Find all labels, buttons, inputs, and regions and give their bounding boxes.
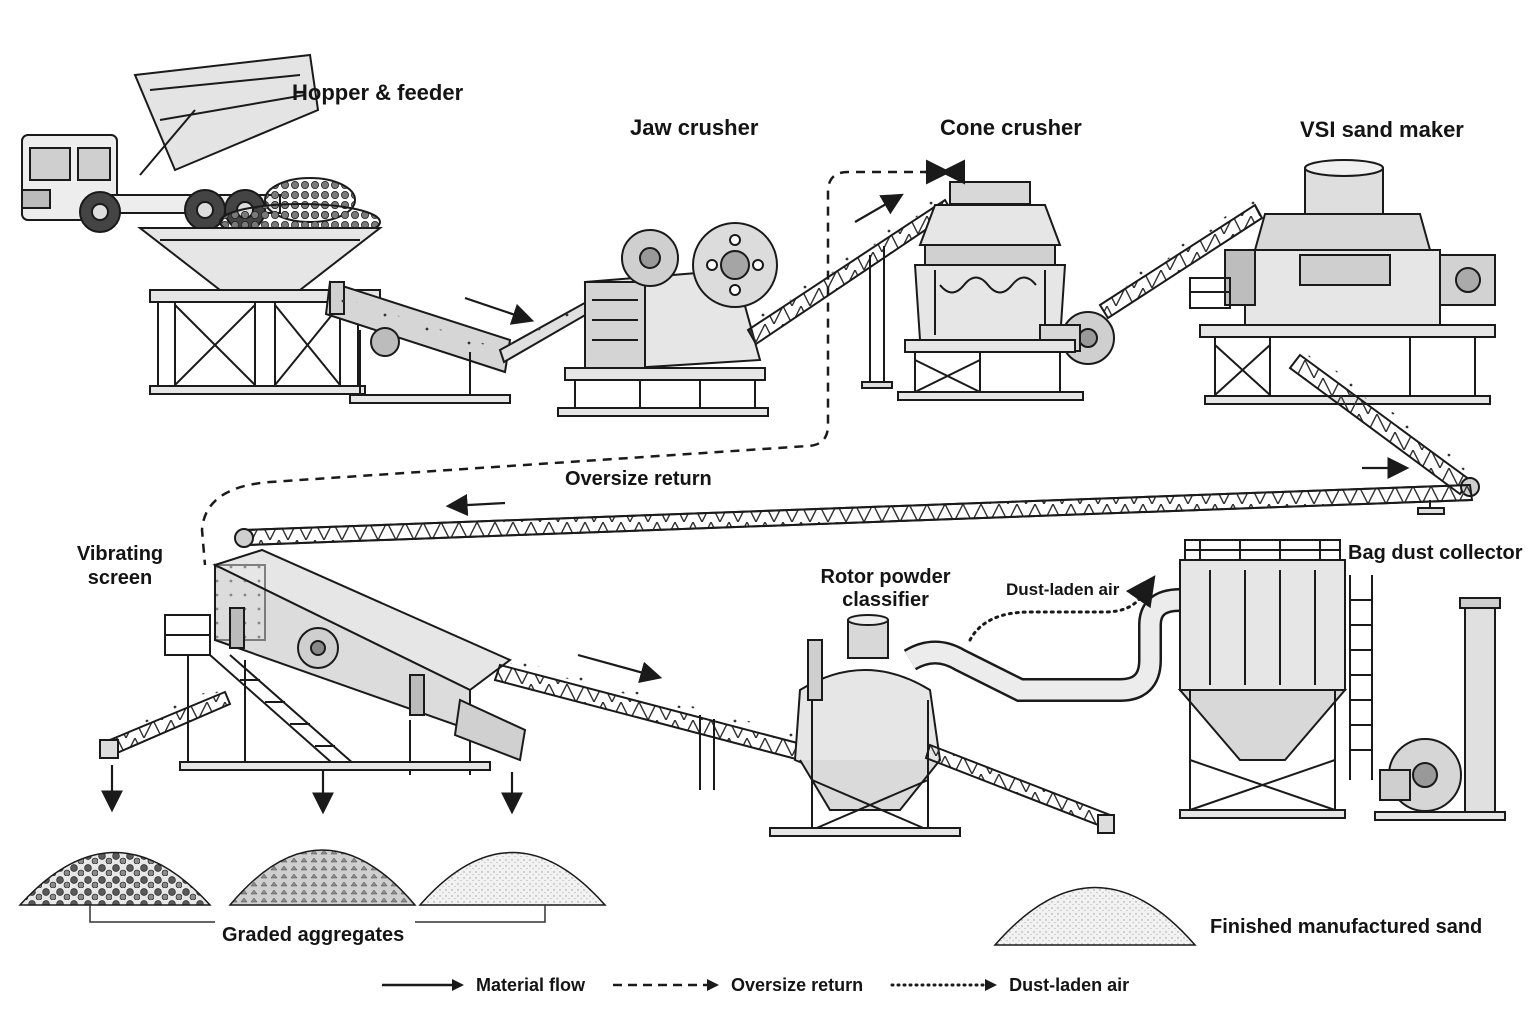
vsi-sand-maker-machine <box>1189 159 1496 405</box>
aggregates-bracket <box>89 905 546 923</box>
legend-label-dust-laden-air: Dust-laden air <box>1009 974 1130 995</box>
conveyor-long-return <box>234 483 1474 548</box>
legend: Material flow Oversize return Dust-laden… <box>380 968 1129 1002</box>
dump-truck <box>21 53 356 233</box>
legend-label-material-flow: Material flow <box>476 974 586 995</box>
legend-item-material-flow: Material flow <box>380 975 585 996</box>
hopper-feeder-machine <box>137 203 512 404</box>
medium-aggregate-pile <box>228 849 417 906</box>
label-oversize-return: Oversize return <box>565 468 712 490</box>
label-vsi-sand-maker: VSI sand maker <box>1300 117 1464 142</box>
oversize-return-path <box>200 159 965 566</box>
dashed-arrow-icon <box>613 979 720 991</box>
label-hopper-feeder: Hopper & feeder <box>292 80 464 105</box>
material-flow-arrows <box>445 193 1410 683</box>
fine-aggregate-pile <box>418 851 607 906</box>
conveyor-classifier-sand <box>924 743 1115 834</box>
solid-arrow-icon <box>382 979 464 991</box>
legend-label-oversize-return: Oversize return <box>731 974 864 995</box>
pile-drop-arrows <box>101 765 523 815</box>
conveyor-feeder-jaw <box>498 295 596 364</box>
label-finished-manufactured-sand: Finished manufactured sand <box>1210 916 1483 938</box>
manufactured-sand-pile <box>993 886 1197 946</box>
label-dust-laden-air: Dust-laden air <box>1006 580 1120 599</box>
conveyor-vsi-down <box>1288 347 1480 497</box>
vibrating-screen-machine <box>164 548 527 775</box>
coarse-aggregate-pile <box>18 851 212 906</box>
air-duct <box>903 588 1195 702</box>
jaw-crusher-machine <box>557 222 778 417</box>
graded-aggregate-piles <box>18 849 607 906</box>
label-bag-dust-collector: Bag dust collector <box>1348 542 1523 564</box>
conveyor-jaw-cone <box>746 191 954 389</box>
bag-dust-collector-machine <box>1177 539 1506 821</box>
label-cone-crusher: Cone crusher <box>940 115 1082 140</box>
legend-item-oversize-return: Oversize return <box>611 975 863 996</box>
cone-crusher-machine <box>897 181 1115 401</box>
label-vibrating-screen: Vibrating screen <box>76 543 164 589</box>
legend-item-dust-laden-air: Dust-laden air <box>889 975 1129 996</box>
label-rotor-powder-classifier: Rotor powder classifier <box>820 566 951 611</box>
dotted-arrow-icon <box>890 979 998 991</box>
label-graded-aggregates: Graded aggregates <box>222 924 405 946</box>
conveyor-cone-vsi <box>1098 196 1264 320</box>
dust-laden-air-path <box>968 575 1156 642</box>
conveyor-screen-left <box>99 683 232 759</box>
label-jaw-crusher: Jaw crusher <box>630 115 759 140</box>
rotor-powder-classifier-machine <box>769 614 961 837</box>
conveyor-screen-classifier <box>493 656 808 790</box>
